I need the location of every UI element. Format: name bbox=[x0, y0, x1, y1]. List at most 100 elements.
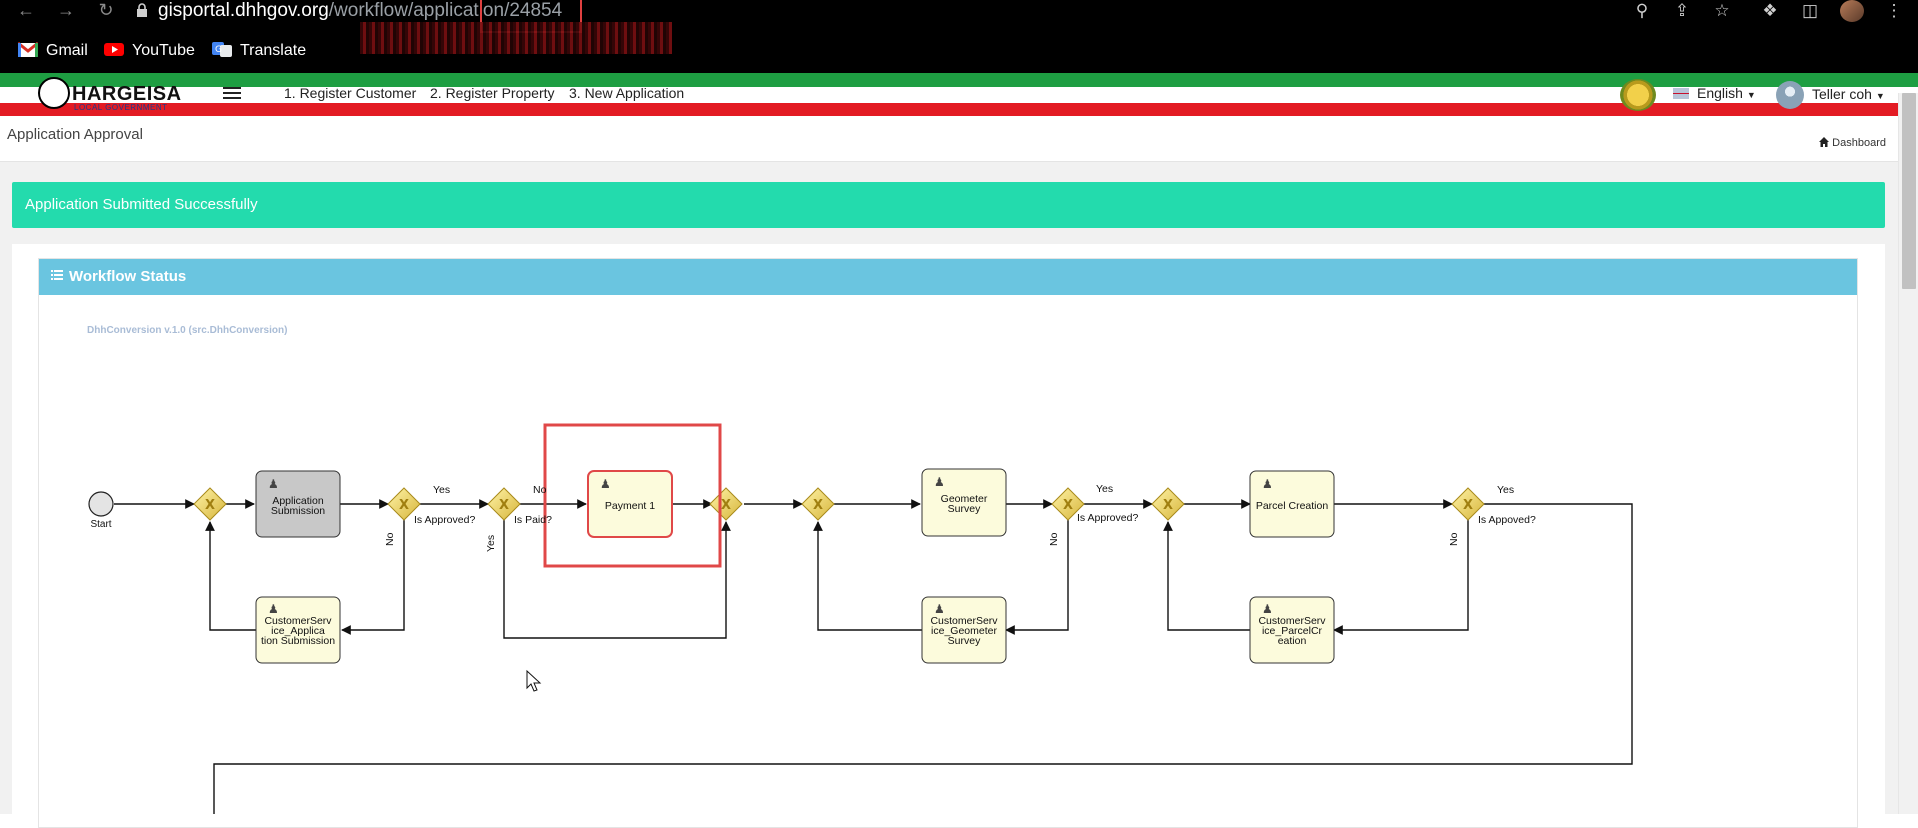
nav-new-application[interactable]: 3. New Application bbox=[569, 85, 685, 101]
gateway-label-is-approved: Is Approved? bbox=[414, 514, 475, 526]
flow-label-no: No bbox=[1048, 532, 1060, 546]
task-payment[interactable]: ♟ bbox=[587, 470, 673, 538]
app-navbar: HARGEISA LOCAL GOVERNMENT 1. Register Cu… bbox=[0, 73, 1918, 116]
breadcrumb-dashboard[interactable]: Dashboard bbox=[1832, 137, 1886, 149]
url-path: /workflow/application/24854 bbox=[328, 0, 563, 21]
flag-stripe-green bbox=[0, 73, 1918, 87]
success-alert: Application Submitted Successfully bbox=[12, 182, 1885, 228]
menu-kebab-icon[interactable]: ⋮ bbox=[1885, 1, 1903, 20]
flag-stripe-white bbox=[0, 87, 1918, 103]
gateway-payment-join[interactable]: X bbox=[709, 487, 743, 521]
user-task-icon: ♟ bbox=[934, 602, 945, 616]
lock-icon bbox=[137, 3, 147, 17]
translate-icon: G bbox=[212, 42, 232, 57]
bookmark-youtube[interactable]: YouTube bbox=[104, 38, 195, 64]
logo-emblem-icon bbox=[38, 77, 70, 109]
share-icon[interactable]: ⇪ bbox=[1674, 1, 1690, 20]
task-cs-parcel-creation[interactable]: ♟ bbox=[1249, 596, 1335, 664]
svg-text:X: X bbox=[721, 498, 731, 513]
page-scrollbar[interactable] bbox=[1898, 93, 1918, 814]
user-task-icon: ♟ bbox=[600, 477, 611, 491]
nav-register-customer[interactable]: 1. Register Customer bbox=[284, 85, 417, 101]
logo-subtitle: LOCAL GOVERNMENT bbox=[74, 103, 168, 112]
logo-name: HARGEISA bbox=[72, 83, 182, 105]
gateway-survey-merge[interactable]: X bbox=[801, 487, 835, 521]
gateway-parcel-merge[interactable]: X bbox=[1151, 487, 1185, 521]
breadcrumb[interactable]: Dashboard bbox=[1819, 137, 1886, 149]
page-header: Application Approval Dashboard bbox=[0, 116, 1898, 162]
nav-register-property[interactable]: 2. Register Property bbox=[430, 85, 555, 101]
flow-label-no: No bbox=[533, 484, 547, 496]
svg-text:G: G bbox=[215, 45, 222, 55]
task-geometer-survey[interactable]: ♟ bbox=[921, 468, 1007, 537]
gmail-icon bbox=[18, 42, 38, 57]
flag-stripe-red bbox=[0, 103, 1918, 116]
svg-text:X: X bbox=[1063, 498, 1073, 513]
user-task-icon: ♟ bbox=[268, 477, 279, 491]
flow-label-yes: Yes bbox=[485, 535, 497, 552]
gateway-is-approved[interactable]: X bbox=[387, 487, 421, 521]
flow-label-yes: Yes bbox=[1096, 483, 1113, 495]
workflow-status-panel: Workflow Status DhhConversion v.1.0 (src… bbox=[38, 258, 1858, 828]
workflow-diagram: Start X X X X X X X X ♟ ♟ ♟ ♟ ♟ ♟ ♟ Appl… bbox=[88, 423, 1633, 814]
user-task-icon: ♟ bbox=[934, 475, 945, 489]
government-seal-icon bbox=[1620, 79, 1656, 111]
address-bar[interactable]: gisportal.dhhgov.org/workflow/applicatio… bbox=[136, 0, 1636, 22]
flow-label-no: No bbox=[1448, 532, 1460, 546]
panel-title: Workflow Status bbox=[69, 268, 187, 285]
gateway-label-is-appoved: Is Appoved? bbox=[1478, 514, 1536, 526]
uk-flag-icon bbox=[1673, 88, 1689, 99]
gateway-parcel-approved[interactable]: X bbox=[1451, 487, 1485, 521]
svg-text:X: X bbox=[499, 498, 509, 513]
bookmark-gmail[interactable]: Gmail bbox=[18, 38, 88, 64]
language-dropdown[interactable]: English ▼ bbox=[1673, 83, 1756, 103]
user-task-icon: ♟ bbox=[1262, 602, 1273, 616]
user-menu[interactable]: Teller coh ▼ bbox=[1776, 80, 1885, 110]
task-cs-application-submission[interactable]: ♟ bbox=[255, 596, 341, 664]
zoom-icon[interactable]: ⚲ bbox=[1635, 1, 1649, 20]
star-icon[interactable]: ☆ bbox=[1714, 1, 1730, 20]
start-event[interactable] bbox=[88, 491, 114, 517]
gateway-label-is-paid: Is Paid? bbox=[514, 514, 552, 526]
scrollbar-thumb[interactable] bbox=[1902, 93, 1916, 289]
start-label: Start bbox=[90, 519, 111, 530]
process-version-label: DhhConversion v.1.0 (src.DhhConversion) bbox=[87, 325, 288, 336]
gateway-is-paid[interactable]: X bbox=[487, 487, 521, 521]
user-avatar bbox=[1776, 81, 1804, 110]
youtube-icon bbox=[104, 43, 124, 56]
list-icon bbox=[51, 270, 63, 280]
flow-label-yes: Yes bbox=[433, 484, 450, 496]
current-step-highlight bbox=[543, 423, 722, 568]
forward-icon[interactable]: → bbox=[57, 0, 75, 20]
mouse-cursor-icon bbox=[526, 669, 542, 692]
side-panel-icon[interactable]: ◫ bbox=[1801, 1, 1819, 20]
hamburger-menu-icon[interactable] bbox=[223, 87, 241, 101]
svg-text:X: X bbox=[1463, 498, 1473, 513]
task-label-parcel-creation: Parcel Creation bbox=[1256, 500, 1329, 512]
gateway-survey-approved[interactable]: X bbox=[1051, 487, 1085, 521]
task-parcel-creation[interactable]: ♟ bbox=[1249, 470, 1335, 538]
gateway[interactable]: X bbox=[193, 487, 227, 521]
background-image bbox=[360, 22, 672, 54]
browser-chrome: ← → ↻ gisportal.dhhgov.org/workflow/appl… bbox=[0, 0, 1918, 73]
task-application-submission[interactable]: ♟ bbox=[255, 470, 341, 538]
svg-text:X: X bbox=[813, 498, 823, 513]
task-cs-geometer-survey[interactable]: ♟ bbox=[921, 596, 1007, 664]
reload-icon[interactable]: ↻ bbox=[98, 0, 114, 20]
svg-text:X: X bbox=[205, 498, 215, 513]
page-title: Application Approval bbox=[7, 126, 143, 143]
profile-avatar[interactable] bbox=[1840, 0, 1864, 22]
svg-text:X: X bbox=[399, 498, 409, 513]
back-icon[interactable]: ← bbox=[17, 0, 35, 20]
url-host: gisportal.dhhgov.org bbox=[158, 0, 329, 21]
site-logo[interactable]: HARGEISA LOCAL GOVERNMENT bbox=[38, 77, 188, 112]
extensions-icon[interactable]: ❖ bbox=[1762, 1, 1778, 20]
home-icon bbox=[1819, 137, 1830, 147]
svg-text:X: X bbox=[1163, 498, 1173, 513]
